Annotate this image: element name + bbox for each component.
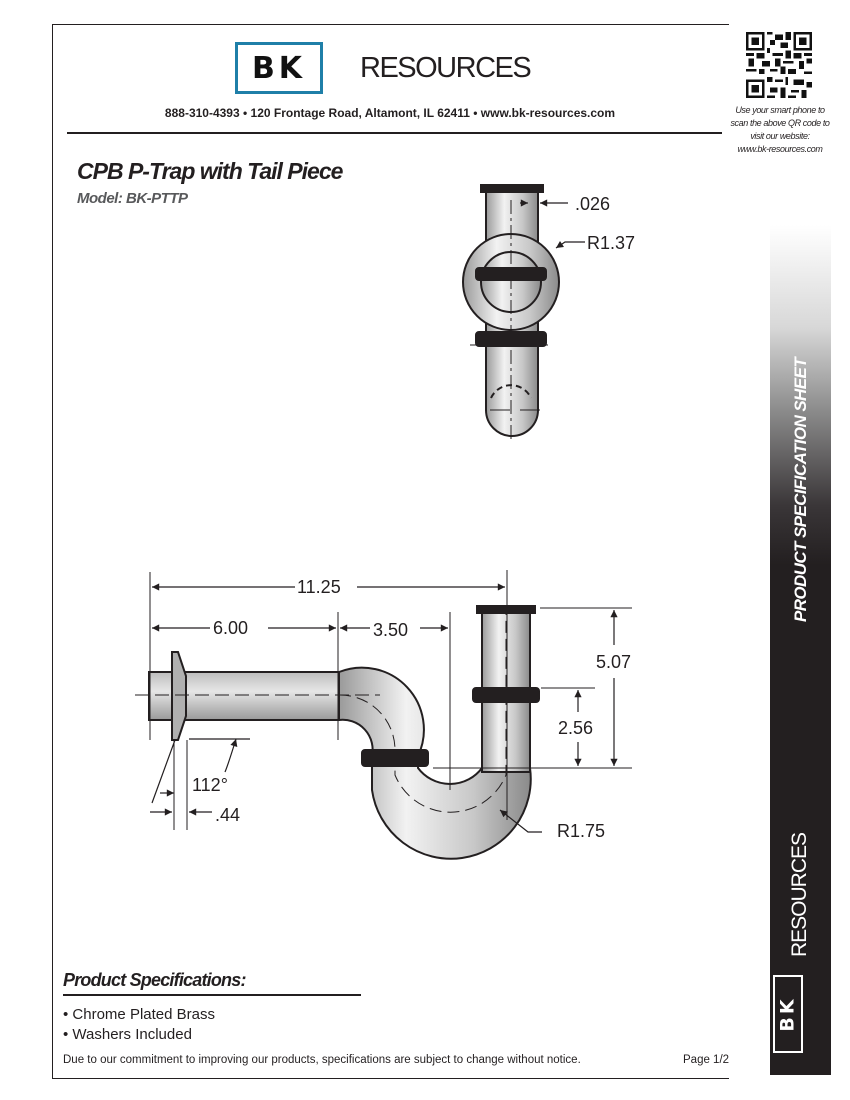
logo-wordmark: RESOURCES <box>360 52 532 84</box>
contact-line: 888-310-4393 • 120 Frontage Road, Altamo… <box>164 106 616 120</box>
sidebar-title: PRODUCT SPECIFICATION SHEET <box>770 260 831 720</box>
top-view-drawing <box>462 184 585 440</box>
product-title: CPB P-Trap with Tail Piece <box>77 158 343 184</box>
qr-caption-line: scan the above QR code to <box>730 118 830 128</box>
dim-flange-thickness: .44 <box>215 805 240 825</box>
spec-item: Chrome Plated Brass <box>63 1005 215 1025</box>
sidebar-band <box>770 225 831 1075</box>
qr-caption-line: visit our website: <box>750 131 810 141</box>
page-number: Page 1/2 <box>683 1054 730 1066</box>
qr-caption-line: Use your smart phone to <box>735 105 825 115</box>
technical-drawings: .026 R1.37 <box>135 184 635 860</box>
side-view-drawing <box>135 570 632 860</box>
qr-caption: Use your smart phone to scan the above Q… <box>728 104 832 156</box>
dim-overall-length: 11.25 <box>297 577 341 597</box>
dim-arm-length: 6.00 <box>213 618 248 638</box>
sidebar-title-text: PRODUCT SPECIFICATION SHEET <box>790 357 810 623</box>
sidebar-logo-mark-text: BK <box>777 996 799 1032</box>
dim-tail-height: 5.07 <box>596 652 631 672</box>
product-model: Model: BK-PTTP <box>77 190 188 207</box>
logo-mark-text: BK <box>251 50 307 86</box>
bk-logo-mark: BK <box>235 42 323 94</box>
sidebar-wordmark: RESOURCES <box>770 820 831 970</box>
dim-bend-radius: R1.75 <box>557 821 605 841</box>
qr-caption-line: www.bk-resources.com <box>737 144 823 154</box>
footer-disclaimer: Due to our commitment to improving our p… <box>63 1054 581 1066</box>
dim-wall-thickness: .026 <box>575 194 610 214</box>
specifications-divider <box>63 994 361 996</box>
dim-bend-offset: 3.50 <box>373 620 408 640</box>
dim-flange-angle: 112° <box>192 775 228 795</box>
qr-code-icon[interactable] <box>746 32 812 98</box>
sidebar-logo-mark: BK <box>773 975 803 1053</box>
specifications-list: Chrome Plated Brass Washers Included <box>63 1005 215 1045</box>
sidebar-wordmark-text: RESOURCES <box>788 832 812 958</box>
page-frame <box>52 24 729 1079</box>
specifications-heading: Product Specifications: <box>63 970 246 990</box>
dim-nut-height: 2.56 <box>558 718 593 738</box>
dim-top-radius: R1.37 <box>587 233 635 253</box>
header-divider <box>67 132 722 134</box>
spec-item: Washers Included <box>63 1025 215 1045</box>
